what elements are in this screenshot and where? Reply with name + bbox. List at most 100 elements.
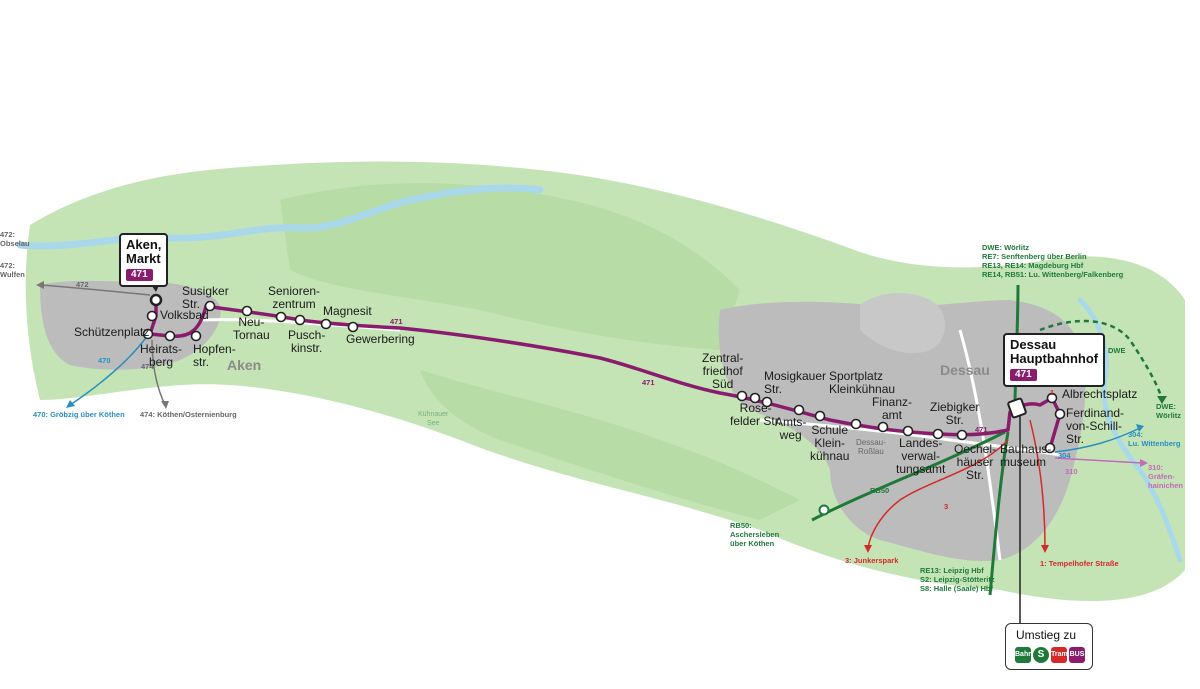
stop-marker[interactable]: [850, 418, 862, 430]
stop-label[interactable]: Magnesit: [323, 304, 372, 318]
stop-label[interactable]: Sportplatz Kleinkühnau: [829, 369, 896, 396]
stop-marker[interactable]: [1046, 392, 1058, 404]
bus-470-line: [69, 334, 149, 406]
stop-marker[interactable]: [736, 390, 748, 402]
stop-marker[interactable]: [190, 330, 202, 342]
elbe-river: [16, 184, 544, 250]
rail-rb50-line: [811, 430, 1006, 522]
stop-label[interactable]: Susigker Str.: [182, 284, 229, 311]
stop-marker[interactable]: [347, 321, 359, 333]
stop-label[interactable]: Ziebigker Str.: [930, 400, 980, 427]
stop-marker[interactable]: [749, 392, 761, 404]
tram-3-line: [867, 439, 1009, 549]
lake-name: Kühnauer See: [418, 411, 449, 427]
stop-label[interactable]: Heirats- berg: [140, 342, 183, 369]
line-label: 3: [944, 502, 949, 511]
stop-label[interactable]: Bauhaus- museum: [1000, 442, 1052, 469]
stop-marker[interactable]: [793, 404, 805, 416]
bus-icon: BUS: [1069, 647, 1085, 663]
stop-marker[interactable]: [932, 428, 944, 440]
terminal-marker: [1007, 397, 1027, 419]
terminal-stop-marker[interactable]: [149, 293, 163, 307]
terminal-dessau-hbf[interactable]: Dessau Hauptbahnhof 471: [1003, 333, 1106, 387]
arrow-icon: [161, 401, 169, 409]
arrow-icon: [1136, 424, 1144, 432]
arrow-icon: [36, 281, 44, 289]
connection-label: DWE: Wörlitz RE7: Senftenberg über Berli…: [982, 243, 1124, 279]
stop-label[interactable]: Albrechtsplatz: [1062, 387, 1138, 401]
stop-label[interactable]: Neu- Tornau: [233, 315, 270, 342]
terminal-name-line2: Markt: [126, 251, 161, 266]
stop-label[interactable]: Hopfen- str.: [193, 342, 236, 369]
dwe-line: [1039, 319, 1164, 401]
line-marker: 471: [390, 317, 403, 326]
north-urban-area: [860, 293, 945, 354]
stop-label[interactable]: Schützenplatz: [74, 325, 150, 339]
connection-label: RB50: Aschersleben über Köthen: [730, 521, 780, 548]
stop-marker[interactable]: [241, 305, 253, 317]
forest-area: [280, 183, 740, 350]
line-label: 310: [1065, 467, 1078, 476]
tram-icon: Tram: [1051, 647, 1068, 663]
arrow-icon: [1157, 396, 1167, 404]
line-marker: 471: [642, 378, 655, 387]
terminal-name-line1: Dessau: [1010, 337, 1057, 352]
stop-label[interactable]: Rose- felder Str.: [730, 401, 782, 428]
bus-304-line: [1054, 427, 1141, 453]
bus-310-line: [1054, 457, 1143, 464]
line-label: DWE: [1108, 346, 1126, 355]
terminal-name-line1: Aken,: [126, 237, 162, 252]
stop-marker[interactable]: [814, 410, 826, 422]
stop-label[interactable]: Ferdinand- von-Schill- Str.: [1066, 406, 1125, 446]
transfer-legend: Umstieg zu Bahn S Tram BUS: [1005, 623, 1093, 670]
legend-title: Umstieg zu: [1016, 628, 1077, 642]
s-bahn-icon: S: [1033, 647, 1049, 663]
stop-marker[interactable]: [204, 300, 216, 312]
stop-marker[interactable]: [294, 314, 306, 326]
arrow-icon: [1041, 545, 1049, 553]
terminal-aken-markt[interactable]: Aken, Markt 471: [119, 233, 169, 287]
town-name: Dessau: [940, 362, 990, 378]
stop-marker[interactable]: [164, 330, 176, 342]
line-label: 1: [1050, 388, 1055, 397]
connection-label: 472: Obselau: [0, 230, 30, 248]
stop-marker[interactable]: [320, 318, 332, 330]
connection-label: DWE: Wörlitz: [1156, 402, 1181, 420]
connection-label: 3: Junkerspark: [845, 556, 899, 565]
line-label: 474: [141, 362, 154, 371]
bus-474-line: [151, 339, 166, 406]
connection-label: 472: Wulfen: [0, 261, 25, 279]
stop-marker[interactable]: [902, 425, 914, 437]
stop-label[interactable]: Landes- verwal- tungsamt: [896, 436, 946, 476]
stop-label[interactable]: Volksbad: [160, 308, 209, 322]
stop-marker[interactable]: [146, 310, 158, 322]
line-badge: 471: [126, 269, 153, 281]
stop-marker[interactable]: [1044, 442, 1056, 454]
line-label: 304: [1058, 451, 1071, 460]
stop-label[interactable]: Pusch- kinstr.: [288, 328, 326, 355]
stop-label[interactable]: Amts- weg: [775, 415, 807, 442]
stop-label[interactable]: Oechel- häuser Str.: [954, 442, 997, 482]
connection-label: 304: Lu. Wittenberg: [1128, 430, 1181, 448]
stop-label[interactable]: Gewerbering: [346, 332, 415, 346]
stop-label[interactable]: Finanz- amt: [872, 395, 913, 422]
tram-1-line: [1029, 419, 1046, 549]
connection-label: RE13: Leipzig Hbf S2: Leipzig-Stötteritz…: [920, 566, 995, 593]
stop-label[interactable]: Zentral- friedhof Süd: [702, 351, 744, 391]
arrow-icon: [66, 400, 75, 408]
stop-label[interactable]: Senioren- zentrum: [268, 284, 321, 311]
stop-label[interactable]: Schule Klein- kühnau: [810, 423, 850, 463]
stop-marker[interactable]: [142, 328, 154, 340]
line-marker: 471: [975, 425, 988, 434]
stop-marker[interactable]: [956, 429, 968, 441]
forest-area-south: [420, 370, 800, 520]
stop-label[interactable]: Mosigkauer Str.: [764, 369, 827, 396]
stop-marker[interactable]: [761, 396, 773, 408]
town-name: Aken: [227, 357, 262, 373]
stop-marker[interactable]: [877, 421, 889, 433]
connection-label: 1: Tempelhofer Straße: [1040, 559, 1119, 568]
stop-marker[interactable]: [275, 311, 287, 323]
bus-472-line: [39, 284, 151, 296]
stop-marker[interactable]: [1054, 408, 1066, 420]
